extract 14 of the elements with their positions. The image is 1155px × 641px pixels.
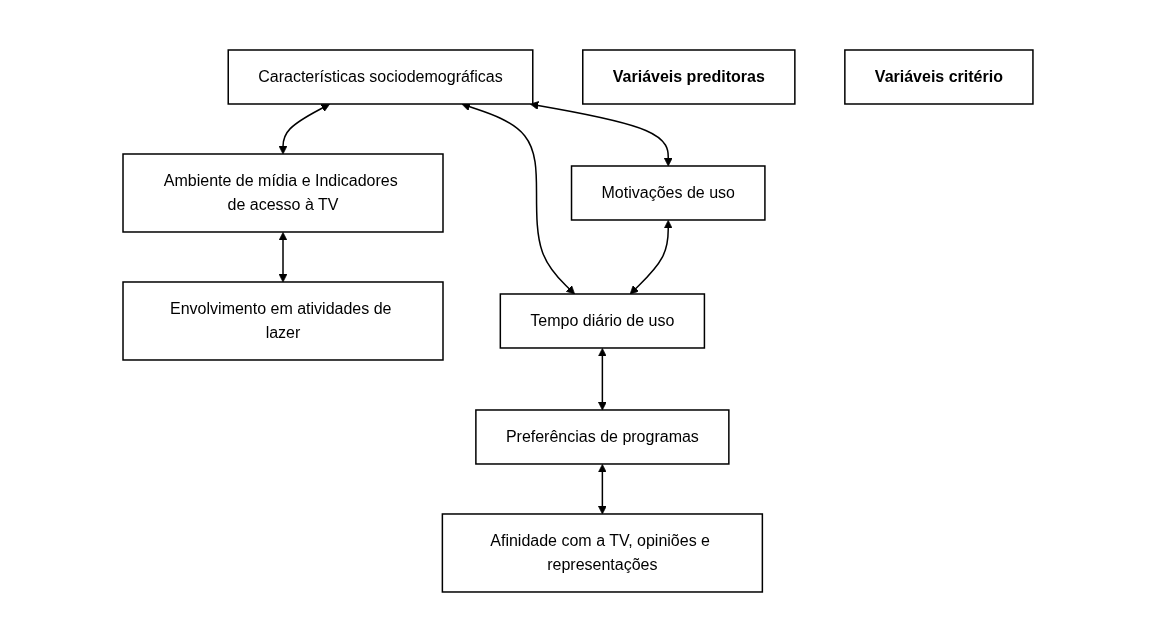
- node-box: Características sociodemográficas: [227, 48, 534, 105]
- arrow: [597, 463, 607, 514]
- node-box: Preferências de programas: [474, 408, 730, 465]
- arrow: [278, 103, 330, 154]
- node-box: Variáveis preditoras: [581, 48, 796, 105]
- arrow: [629, 219, 673, 294]
- node-box: Ambiente de mídia e Indicadores de acesso à TV: [121, 152, 444, 233]
- arrow: [597, 347, 607, 410]
- node-box: Tempo diário de uso: [499, 292, 705, 349]
- arrow: [278, 231, 287, 282]
- node-box: Motivações de uso: [570, 164, 766, 221]
- node-box: Afinidade com a TV, opiniões e representações: [441, 512, 763, 593]
- node-box: Envolvimento em atividades de lazer: [121, 280, 444, 361]
- node-box: Variáveis critério: [843, 48, 1034, 105]
